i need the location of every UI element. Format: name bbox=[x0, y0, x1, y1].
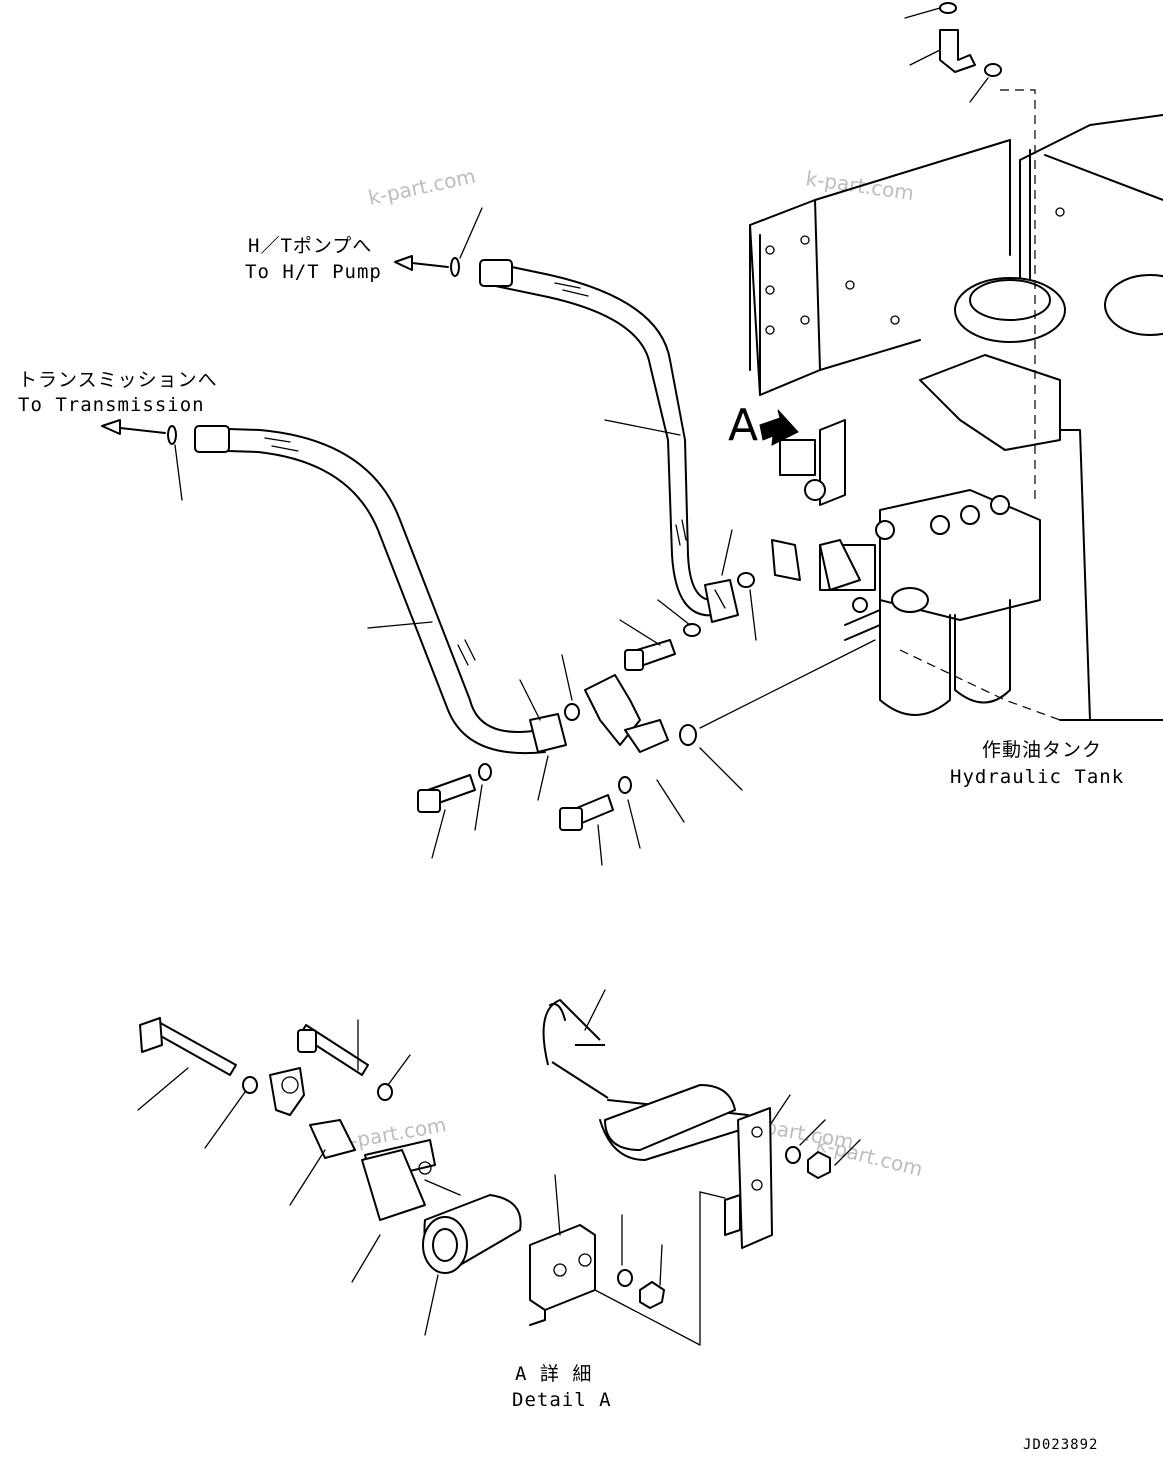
watermark-1: k-part.com bbox=[366, 164, 478, 210]
transmission-label-jp: トランスミッションへ bbox=[18, 369, 218, 391]
drawing-number: JD023892 bbox=[1023, 1437, 1098, 1453]
hose-transmission bbox=[101, 419, 876, 849]
top-fittings bbox=[904, 2, 1002, 103]
labels: H／Tポンプへ To H/T Pump トランスミッションへ To Transm… bbox=[18, 235, 1124, 1453]
hose-ht-pump bbox=[394, 207, 861, 671]
bolts-washers bbox=[417, 755, 632, 866]
hydraulic-tank-assembly bbox=[749, 89, 1163, 721]
ht-pump-label-en: To H/T Pump bbox=[245, 261, 382, 283]
detail-a-label-jp: A 詳 細 bbox=[515, 1363, 592, 1385]
filter-valve-block bbox=[779, 419, 1041, 716]
watermarks: k-part.com k-part.com k-part.com k-part.… bbox=[337, 164, 926, 1181]
view-a-label: A bbox=[728, 400, 758, 451]
detail-a-label-en: Detail A bbox=[512, 1389, 612, 1411]
ht-pump-label-jp: H／Tポンプへ bbox=[248, 235, 372, 257]
watermark-5: k-part.com bbox=[814, 1132, 925, 1182]
transmission-label-en: To Transmission bbox=[18, 394, 205, 416]
hydraulic-tank-label-jp: 作動油タンク bbox=[982, 739, 1102, 761]
hydraulic-tank-label-en: Hydraulic Tank bbox=[950, 766, 1124, 788]
view-a-arrow bbox=[759, 409, 799, 446]
detail-a-parts bbox=[137, 989, 861, 1346]
